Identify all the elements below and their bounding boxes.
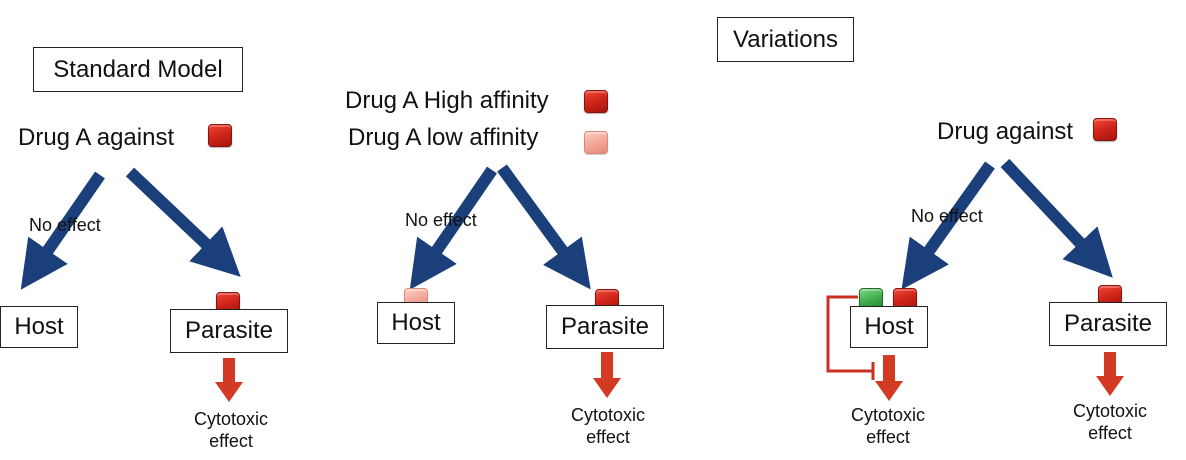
cytotoxic-effect-line2: effect xyxy=(586,427,630,447)
host-label: Host xyxy=(864,313,914,340)
drug-label: Drug against xyxy=(937,118,1074,145)
cytotoxic-arrow xyxy=(875,355,903,401)
host-label: Host xyxy=(391,309,441,336)
cytotoxic-effect-line2: effect xyxy=(1088,423,1132,443)
parasite-label: Parasite xyxy=(560,313,650,340)
host-cytotoxic-effect-label: Cytotoxic effect xyxy=(838,404,938,448)
parasite-label: Parasite xyxy=(184,317,274,344)
host-label: Host xyxy=(14,313,64,340)
low-affinity-label: Drug A low affinity xyxy=(348,124,539,151)
cytotoxic-effect-line2: effect xyxy=(209,431,253,451)
variations-title-text: Variations xyxy=(733,25,838,53)
no-effect-label: No effect xyxy=(405,210,477,230)
cytotoxic-arrow xyxy=(1096,352,1124,396)
low-affinity-icon xyxy=(584,131,608,154)
binding-arrow xyxy=(497,164,591,290)
drug-target-legend-icon xyxy=(1093,118,1117,141)
parasite-box: Parasite xyxy=(1049,302,1167,346)
host-box: Host xyxy=(377,302,455,344)
host-box: Host xyxy=(850,306,928,348)
parasite-box: Parasite xyxy=(170,309,288,353)
standard-model-title-text: Standard Model xyxy=(53,55,223,83)
cytotoxic-arrow xyxy=(593,352,621,398)
drug-a-label: Drug A against xyxy=(18,124,175,151)
cytotoxic-effect-line1: Cytotoxic xyxy=(193,409,269,429)
cytotoxic-arrow xyxy=(215,358,243,402)
cytotoxic-effect-line1: Cytotoxic xyxy=(850,405,926,425)
cytotoxic-effect-line1: Cytotoxic xyxy=(570,405,646,425)
cytotoxic-effect-label: Cytotoxic effect xyxy=(181,408,281,452)
no-effect-label: No effect xyxy=(29,215,101,235)
no-effect-label: No effect xyxy=(911,206,983,226)
parasite-box: Parasite xyxy=(546,305,664,349)
variations-title: Variations xyxy=(717,17,854,62)
high-affinity-icon xyxy=(584,90,608,113)
standard-model-title: Standard Model xyxy=(33,47,243,92)
binding-arrow xyxy=(125,167,241,277)
cytotoxic-effect-line2: effect xyxy=(866,427,910,447)
no-effect-arrow xyxy=(901,161,995,290)
host-box: Host xyxy=(0,306,78,348)
no-effect-arrow xyxy=(20,171,105,290)
drug-target-legend-icon xyxy=(208,124,232,147)
parasite-label: Parasite xyxy=(1063,310,1153,337)
binding-arrow xyxy=(1000,158,1113,278)
parasite-cytotoxic-effect-label: Cytotoxic effect xyxy=(1060,400,1160,444)
cytotoxic-effect-line1: Cytotoxic xyxy=(1072,401,1148,421)
inhibition-line xyxy=(826,295,872,373)
high-affinity-label: Drug A High affinity xyxy=(345,87,549,114)
no-effect-arrow xyxy=(409,166,497,290)
cytotoxic-effect-label: Cytotoxic effect xyxy=(558,404,658,448)
